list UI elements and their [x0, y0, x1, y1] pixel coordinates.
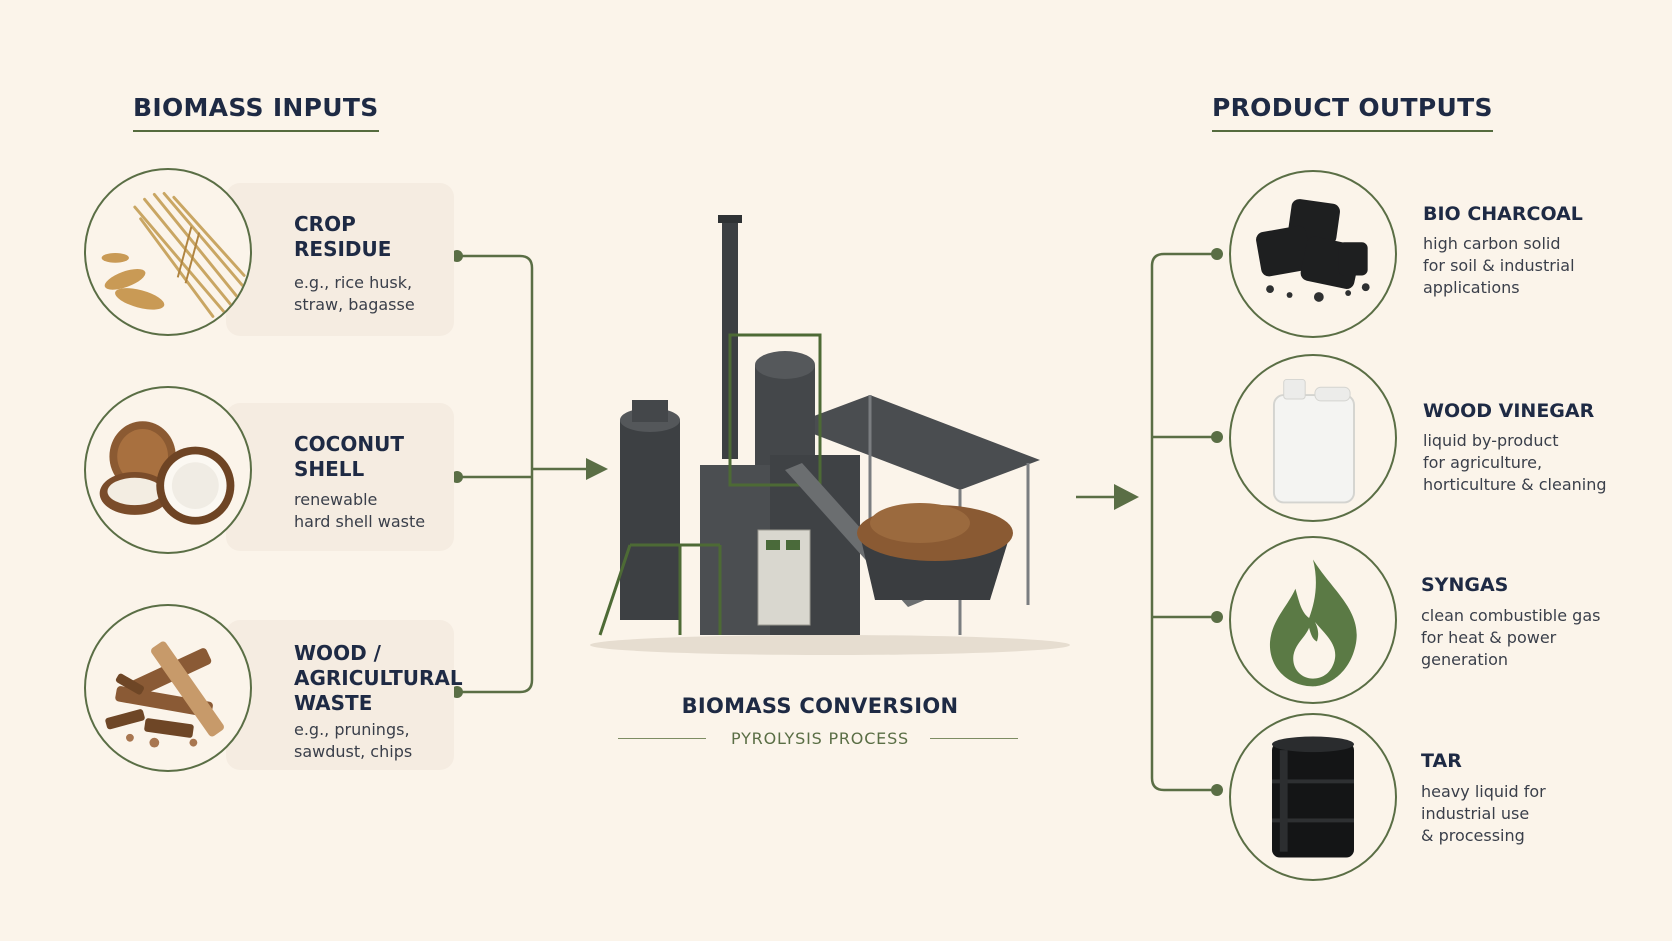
- input-card-wood-waste: [226, 620, 454, 770]
- connector-dot: [1211, 611, 1223, 623]
- input-title-crop-residue: CROP RESIDUE: [294, 212, 392, 261]
- connector-dot: [451, 250, 463, 262]
- conversion-title: BIOMASS CONVERSION: [681, 694, 959, 718]
- input-desc-crop-residue: e.g., rice husk, straw, bagasse: [294, 273, 415, 314]
- jerrycan-icon: [1229, 354, 1397, 522]
- connector-dot: [451, 686, 463, 698]
- input-card-coconut-shell: [226, 403, 454, 551]
- output-title-bio-charcoal: BIO CHARCOAL: [1423, 203, 1583, 225]
- inputs-heading: BIOMASS INPUTS: [133, 93, 379, 132]
- barrel-icon: [1229, 713, 1397, 881]
- arrow-right-icon: [1114, 484, 1139, 510]
- coconut-icon: [84, 386, 252, 554]
- connector-dot: [1211, 784, 1223, 796]
- flame-icon: [1229, 536, 1397, 704]
- input-desc-coconut-shell: renewable hard shell waste: [294, 490, 426, 531]
- output-title-syngas: SYNGAS: [1421, 574, 1509, 596]
- wood-chips-icon: [84, 604, 252, 772]
- connector-dot: [451, 471, 463, 483]
- charcoal-icon: [1229, 170, 1397, 338]
- arrow-right-icon: [586, 458, 608, 480]
- straw-bundle-icon: [84, 168, 252, 336]
- conversion-subtitle: PYROLYSIS PROCESS: [730, 729, 909, 748]
- output-desc-syngas: clean combustible gas for heat & power g…: [1421, 606, 1601, 669]
- outputs-heading: PRODUCT OUTPUTS: [1212, 93, 1493, 132]
- connector-dot: [1211, 248, 1223, 260]
- output-desc-tar: heavy liquid for industrial use & proces…: [1421, 782, 1546, 845]
- output-desc-bio-charcoal: high carbon solid for soil & industrial …: [1423, 234, 1575, 297]
- output-desc-wood-vinegar: liquid by-product for agriculture, horti…: [1423, 431, 1607, 494]
- input-title-wood-waste: WOOD / AGRICULTURAL WASTE: [294, 641, 463, 715]
- output-title-tar: TAR: [1421, 750, 1462, 772]
- input-title-coconut-shell: COCONUT SHELL: [294, 432, 404, 481]
- divider-line: [930, 738, 1018, 739]
- output-title-wood-vinegar: WOOD VINEGAR: [1423, 400, 1595, 422]
- input-desc-wood-waste: e.g., prunings, sawdust, chips: [294, 720, 413, 761]
- pyrolysis-plant-illustration: [590, 215, 1070, 655]
- divider-line: [618, 738, 706, 739]
- input-card-crop-residue: [226, 183, 454, 336]
- connector-dot: [1211, 431, 1223, 443]
